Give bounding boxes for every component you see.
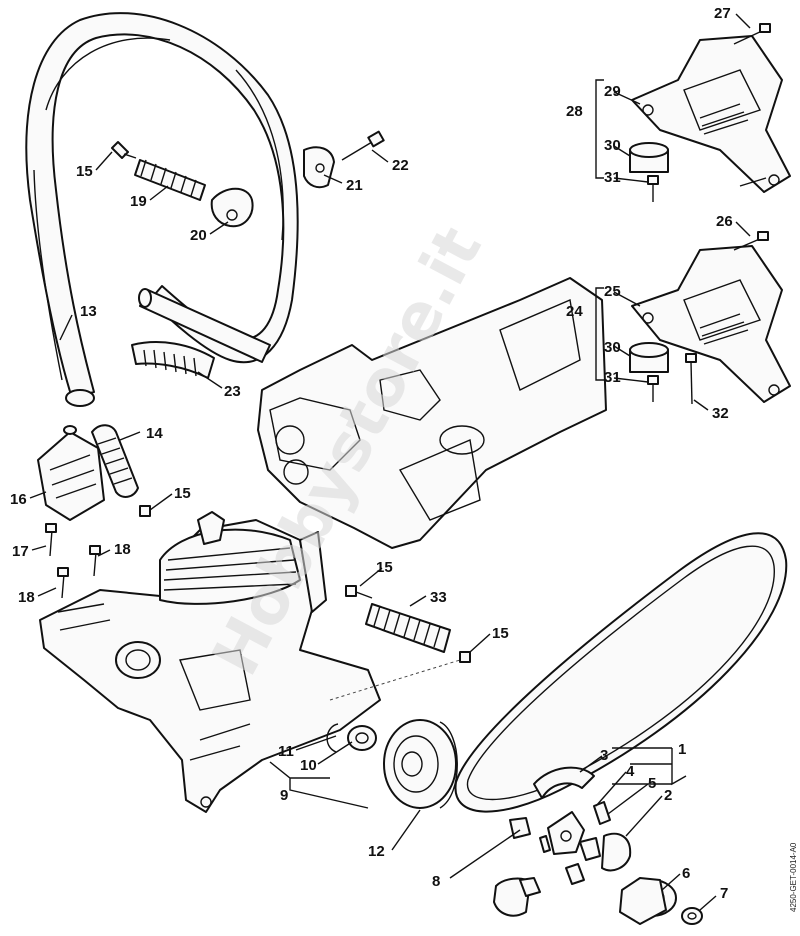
screw-part bbox=[459, 651, 471, 663]
callout-28: 28 bbox=[566, 103, 583, 120]
screw-part bbox=[89, 545, 101, 577]
screw-part bbox=[733, 231, 769, 251]
rubber-buffer-part bbox=[629, 342, 669, 373]
callout-23: 23 bbox=[224, 383, 241, 400]
screw-part bbox=[733, 23, 771, 45]
callout-15-b: 15 bbox=[174, 485, 191, 502]
spring-part bbox=[134, 159, 206, 201]
snap-ring-part bbox=[326, 723, 339, 753]
callout-26: 26 bbox=[716, 213, 733, 230]
drive-belt-part bbox=[454, 532, 788, 813]
screw-part bbox=[341, 130, 385, 161]
screw-part bbox=[139, 505, 151, 517]
callout-15-a: 15 bbox=[76, 163, 93, 180]
callout-30-b: 30 bbox=[604, 339, 621, 356]
nut-part bbox=[681, 907, 703, 925]
callout-3: 3 bbox=[600, 747, 608, 764]
callout-16: 16 bbox=[10, 491, 27, 508]
screw-part bbox=[647, 375, 659, 402]
callout-17: 17 bbox=[12, 543, 29, 560]
callout-30-a: 30 bbox=[604, 137, 621, 154]
callout-27: 27 bbox=[714, 5, 731, 22]
callout-29: 29 bbox=[604, 83, 621, 100]
bracket-part bbox=[303, 146, 335, 189]
callout-25: 25 bbox=[604, 283, 621, 300]
clutch-shoe-part bbox=[579, 832, 632, 872]
callout-18-a: 18 bbox=[114, 541, 131, 558]
screw-part bbox=[57, 567, 69, 599]
callout-24: 24 bbox=[566, 303, 583, 320]
callout-labels: 1 2 3 4 5 6 7 8 9 10 11 12 13 14 15 15 1… bbox=[10, 5, 733, 902]
av-spring-part bbox=[91, 424, 139, 498]
av-spring-part bbox=[365, 603, 451, 653]
leader-lines bbox=[29, 13, 767, 911]
callout-19: 19 bbox=[130, 193, 147, 210]
callout-33: 33 bbox=[430, 589, 447, 606]
bearing-part bbox=[347, 725, 377, 751]
callout-2: 2 bbox=[664, 787, 672, 804]
callout-6: 6 bbox=[682, 865, 690, 882]
av-mount-part bbox=[631, 35, 791, 193]
grip-cover-part bbox=[131, 341, 215, 379]
rubber-buffer-part bbox=[629, 142, 669, 173]
callout-31-b: 31 bbox=[604, 369, 621, 386]
fan-housing-part bbox=[257, 277, 607, 549]
callout-21: 21 bbox=[346, 177, 363, 194]
callout-1: 1 bbox=[678, 741, 686, 758]
callout-11: 11 bbox=[278, 743, 294, 760]
callout-13: 13 bbox=[80, 303, 97, 320]
callout-18-b: 18 bbox=[18, 589, 35, 606]
callout-31-a: 31 bbox=[604, 169, 621, 186]
callout-7: 7 bbox=[720, 885, 728, 902]
engine-crankcase-part bbox=[39, 511, 381, 813]
clutch-carrier-part bbox=[509, 811, 585, 855]
callout-22: 22 bbox=[392, 157, 409, 174]
callout-12: 12 bbox=[368, 843, 385, 860]
callout-15-c: 15 bbox=[376, 559, 393, 576]
handle-tube-part bbox=[138, 288, 271, 363]
callout-5: 5 bbox=[648, 775, 656, 792]
av-mount-part bbox=[631, 245, 791, 403]
screw-part bbox=[45, 523, 57, 557]
clutch-shoe-part bbox=[533, 766, 595, 799]
callout-4: 4 bbox=[626, 763, 635, 780]
av-bracket-part bbox=[37, 425, 105, 521]
callout-9: 9 bbox=[280, 787, 288, 804]
screw-part bbox=[647, 175, 659, 202]
screw-part bbox=[685, 353, 697, 405]
buffer-part bbox=[210, 187, 254, 228]
callout-10: 10 bbox=[300, 757, 317, 774]
callout-20: 20 bbox=[190, 227, 207, 244]
screw-part bbox=[111, 141, 137, 159]
callout-8: 8 bbox=[432, 873, 440, 890]
clutch-drum-part bbox=[383, 719, 458, 809]
callout-14: 14 bbox=[146, 425, 163, 442]
callout-32: 32 bbox=[712, 405, 729, 422]
clutch-spring-part bbox=[593, 801, 611, 825]
clutch-shoe-part bbox=[493, 863, 585, 917]
drawing-code: 4250-GET-0014-A0 bbox=[789, 842, 798, 912]
callout-15-d: 15 bbox=[492, 625, 509, 642]
screw-part bbox=[345, 585, 373, 599]
